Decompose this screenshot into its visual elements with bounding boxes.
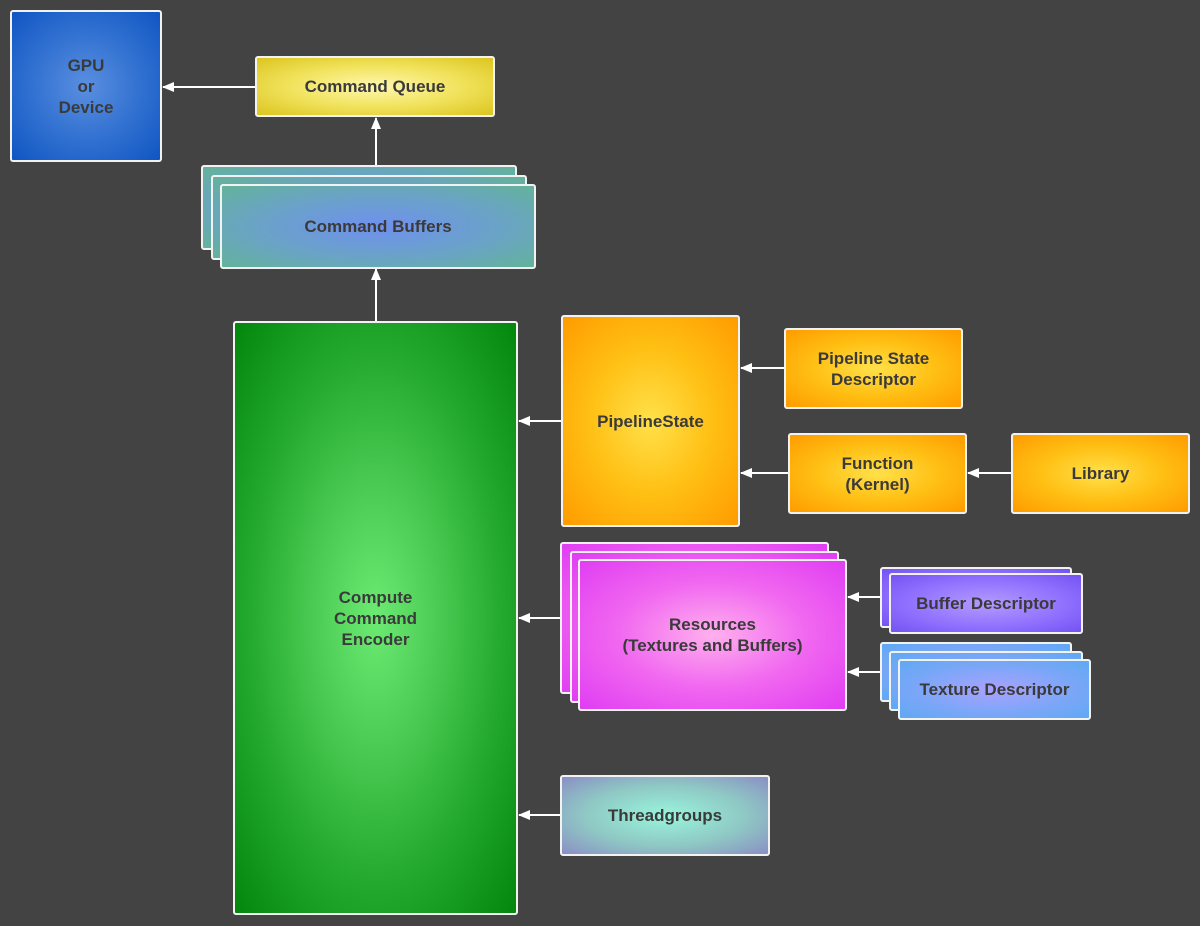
gpu-device-label: GPU or Device <box>58 55 114 117</box>
function-kernel-node: Function (Kernel) <box>788 433 967 514</box>
command-queue-node: Command Queue <box>255 56 495 117</box>
threadgroups-node: Threadgroups <box>560 775 770 856</box>
compute-command-encoder-node: Compute Command Encoder <box>233 321 518 915</box>
library-node: Library <box>1011 433 1190 514</box>
command-buffers-node: Command Buffers <box>220 184 536 269</box>
compute-command-encoder-label: Compute Command Encoder <box>333 587 418 649</box>
buffer-descriptor-node: Buffer Descriptor <box>889 573 1083 634</box>
threadgroups-label: Threadgroups <box>607 806 723 825</box>
resources-label: Resources (Textures and Buffers) <box>622 615 803 655</box>
pipeline-state-node: PipelineState <box>561 315 740 527</box>
pipeline-state-descriptor-node: Pipeline State Descriptor <box>784 328 963 409</box>
texture-descriptor-label: Texture Descriptor <box>919 680 1070 699</box>
pipeline-state-label: PipelineState <box>597 411 704 431</box>
command-buffers-label: Command Buffers <box>304 217 452 236</box>
pipeline-state-descriptor-label: Pipeline State Descriptor <box>817 348 930 389</box>
function-kernel-label: Function (Kernel) <box>841 453 914 494</box>
texture-descriptor-node: Texture Descriptor <box>898 659 1091 720</box>
resources-node: Resources (Textures and Buffers) <box>578 559 847 711</box>
command-queue-label: Command Queue <box>304 77 446 96</box>
library-label: Library <box>1071 464 1130 483</box>
buffer-descriptor-label: Buffer Descriptor <box>916 594 1056 613</box>
gpu-device-node: GPU or Device <box>10 10 162 162</box>
